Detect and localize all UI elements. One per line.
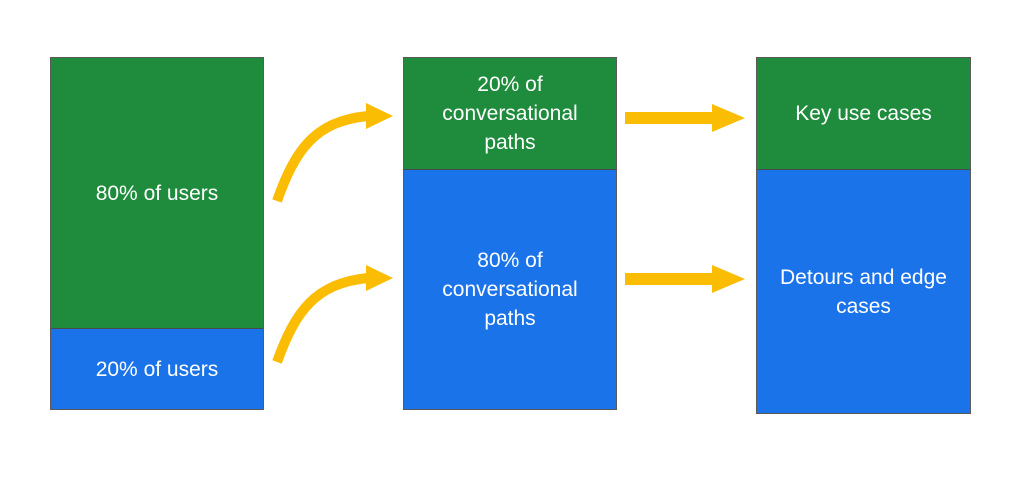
paths-column: 20% of conversational paths 80% of conve… xyxy=(403,57,617,410)
users-minority-label: 20% of users xyxy=(95,357,219,381)
straight-arrow-bottom-icon xyxy=(625,265,745,293)
paths-majority-block: 80% of conversational paths xyxy=(404,169,616,409)
users-majority-block: 80% of users xyxy=(51,58,263,329)
paths-majority-label: 80% of conversational paths xyxy=(442,249,578,331)
curved-arrow-bottom-icon xyxy=(272,265,393,364)
users-majority-label: 80% of users xyxy=(95,181,219,205)
edge-cases-block: Detours and edge cases xyxy=(757,169,970,413)
straight-arrow-top-icon xyxy=(625,104,745,132)
paths-minority-block: 20% of conversational paths xyxy=(404,58,616,170)
key-use-cases-label: Key use cases xyxy=(795,102,932,126)
cases-column: Key use cases Detours and edge cases xyxy=(756,57,971,414)
edge-cases-label: Detours and edge cases xyxy=(780,265,947,318)
curved-arrow-top-icon xyxy=(272,103,393,203)
users-minority-block: 20% of users xyxy=(51,328,263,409)
key-use-cases-block: Key use cases xyxy=(757,58,970,170)
paths-minority-label: 20% of conversational paths xyxy=(442,73,578,155)
users-column: 80% of users 20% of users xyxy=(50,57,264,410)
